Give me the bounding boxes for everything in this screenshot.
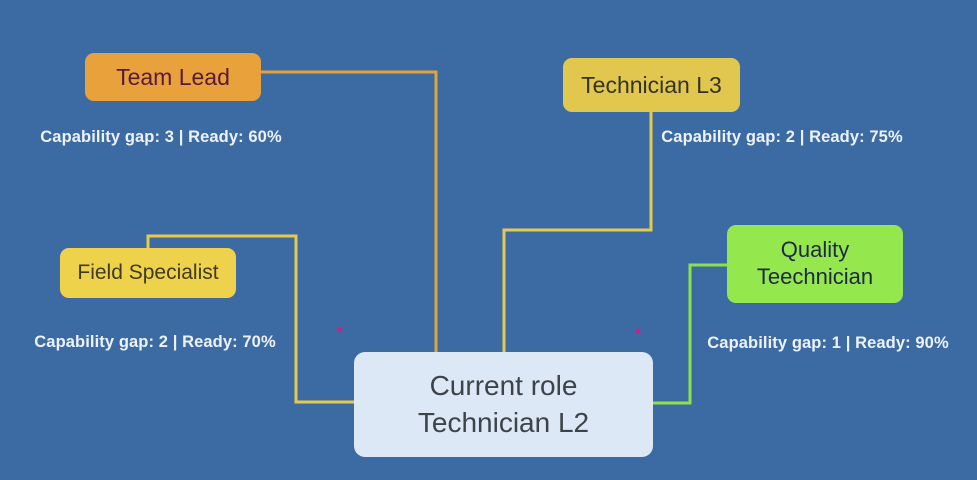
node-label-line2: Teechnician — [756, 264, 874, 289]
node-label-line1: Quality — [780, 237, 850, 263]
node-label: Field Specialist — [77, 261, 219, 285]
node-label: Team Lead — [116, 63, 230, 90]
connector-technician-l3 — [502, 110, 653, 353]
node-quality-technician: Quality Teechnician — [727, 225, 903, 303]
current-role-line1: Current role — [429, 370, 578, 402]
path-marker-dot — [635, 328, 641, 334]
connector-team-lead — [261, 70, 438, 353]
node-team-lead: Team Lead — [85, 53, 261, 101]
path-marker-dot — [337, 327, 343, 333]
connector-quality-technician — [652, 263, 727, 405]
node-label: Technician L3 — [581, 71, 722, 98]
node-field-specialist: Field Specialist — [60, 248, 236, 298]
stats-technician-l3: Capability gap: 2 | Ready: 75% — [661, 128, 903, 146]
node-technician-l3: Technician L3 — [563, 58, 740, 112]
stats-team-lead: Capability gap: 3 | Ready: 60% — [40, 128, 282, 146]
node-current-role: Current role Technician L2 — [354, 352, 653, 457]
connector-field-specialist — [146, 234, 355, 404]
stats-quality-technician: Capability gap: 1 | Ready: 90% — [707, 334, 949, 352]
stats-field-specialist: Capability gap: 2 | Ready: 70% — [34, 333, 276, 351]
current-role-line2: Technician L2 — [417, 406, 590, 438]
